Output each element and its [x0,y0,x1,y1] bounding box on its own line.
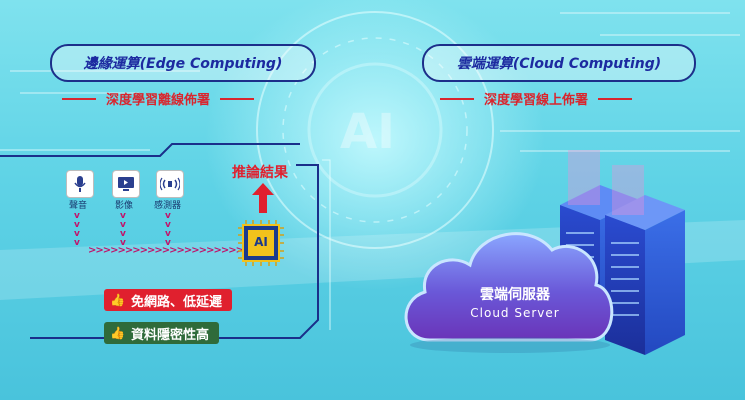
sensor-wave-icon [160,177,180,191]
sensor-label-image: 影像 [115,201,134,211]
divider [220,97,255,100]
edge-subtitle-text: 深度學習離線佈署 [106,93,211,108]
monitor-icon [118,177,134,191]
thumbs-up-icon: 👍 [110,293,125,307]
divider [62,97,96,100]
ai-watermark: AI [340,104,396,160]
cloud-server-label-zh: 雲端伺服器 [480,287,550,303]
edge-title-pill: 邊緣運算(Edge Computing) [50,44,316,82]
badge-privacy-label: 資料隱密性高 [130,327,209,343]
chip-label: AI [254,235,268,249]
cloud-subtitle: 深度學習線上佈署 [440,89,633,108]
wave-sensor [156,170,184,198]
ai-chip: AI [238,220,284,266]
server-rack-graphic [560,150,685,355]
cloud-shape [404,232,614,342]
microphone-sensor [66,170,94,198]
edge-title: 邊緣運算(Edge Computing) [83,56,283,72]
divider [598,97,633,100]
microphone-icon [74,176,86,192]
thumbs-up-icon: 👍 [110,326,125,340]
cloud-subtitle-text: 深度學習線上佈署 [484,93,589,108]
flow-arrow-right: >>>>>>>>>>>>>>>>>>>>>>>> [88,245,266,256]
badge-privacy: 👍 資料隱密性高 [104,322,219,344]
badge-no-network: 👍 免網路、低延遲 [104,289,232,311]
edge-subtitle: 深度學習離線佈署 [62,89,255,108]
inference-result-label: 推論結果 [232,165,288,181]
cloud-title: 雲端運算(Cloud Computing) [456,56,662,72]
sensor-label-sound: 聲音 [69,201,88,211]
badge-no-network-label: 免網路、低延遲 [130,294,222,310]
chip-icon [238,220,284,266]
sensor-label-sensor: 感測器 [154,201,182,211]
camera-sensor [112,170,140,198]
cloud-title-pill: 雲端運算(Cloud Computing) [422,44,696,82]
cloud-server-label-en: Cloud Server [470,306,560,320]
divider [440,97,474,100]
arrow-up-icon [252,183,274,213]
